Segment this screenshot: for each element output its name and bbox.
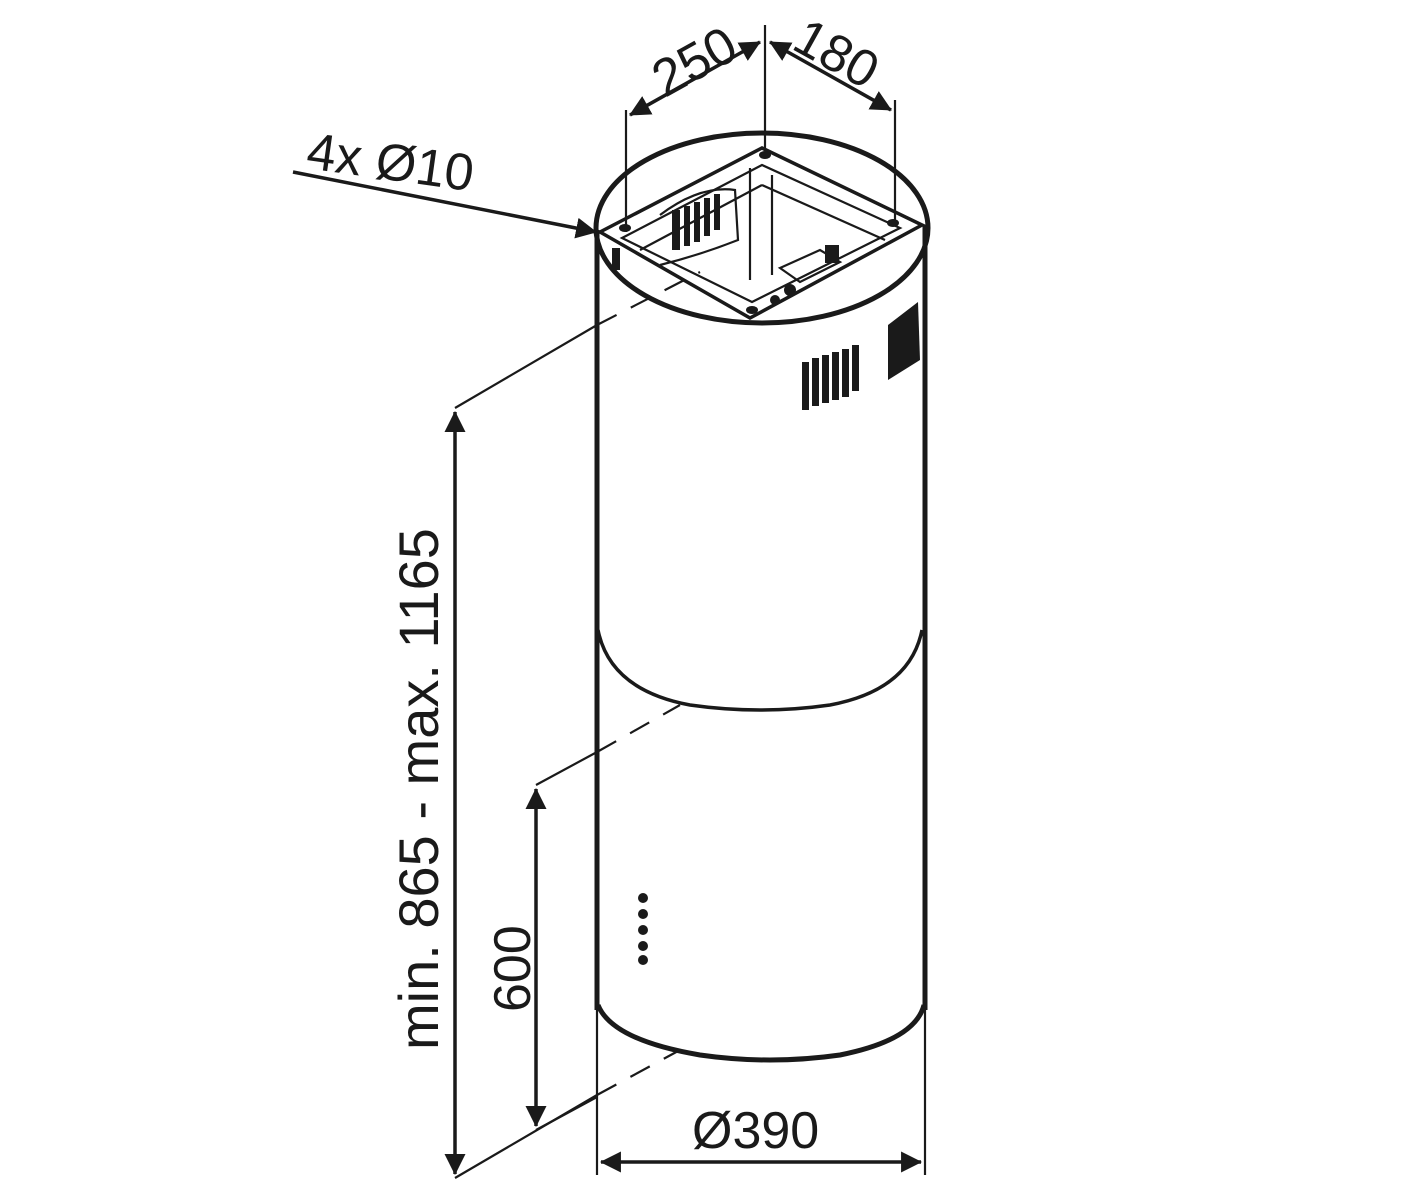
total-height-label: min. 865 - max. 1165 bbox=[387, 528, 450, 1050]
diameter-label: Ø390 bbox=[692, 1102, 819, 1160]
hood-cylinder bbox=[593, 130, 931, 1063]
control-buttons bbox=[638, 893, 648, 965]
lower-height-dimension: 600 bbox=[484, 704, 681, 1131]
side-vent-grille-icon bbox=[888, 302, 920, 380]
depth-dimension-label: 180 bbox=[784, 8, 888, 101]
mounting-holes bbox=[619, 151, 899, 314]
front-vent-grille-icon bbox=[802, 345, 859, 410]
bottom-edge bbox=[595, 1003, 927, 1063]
diameter-dimension: Ø390 bbox=[595, 1010, 927, 1175]
section-seam bbox=[596, 629, 924, 712]
total-height-dimension: min. 865 - max. 1165 bbox=[387, 271, 701, 1179]
lower-height-label: 600 bbox=[484, 925, 542, 1012]
inner-vent-icon bbox=[659, 188, 740, 267]
top-rim bbox=[593, 130, 931, 326]
hole-callout: 4x Ø10 bbox=[292, 122, 598, 239]
width-dimension-label: 250 bbox=[643, 16, 747, 109]
mounting-bracket-frame bbox=[596, 146, 926, 321]
holes-label: 4x Ø10 bbox=[303, 122, 477, 203]
motor-unit-icon bbox=[770, 245, 843, 305]
